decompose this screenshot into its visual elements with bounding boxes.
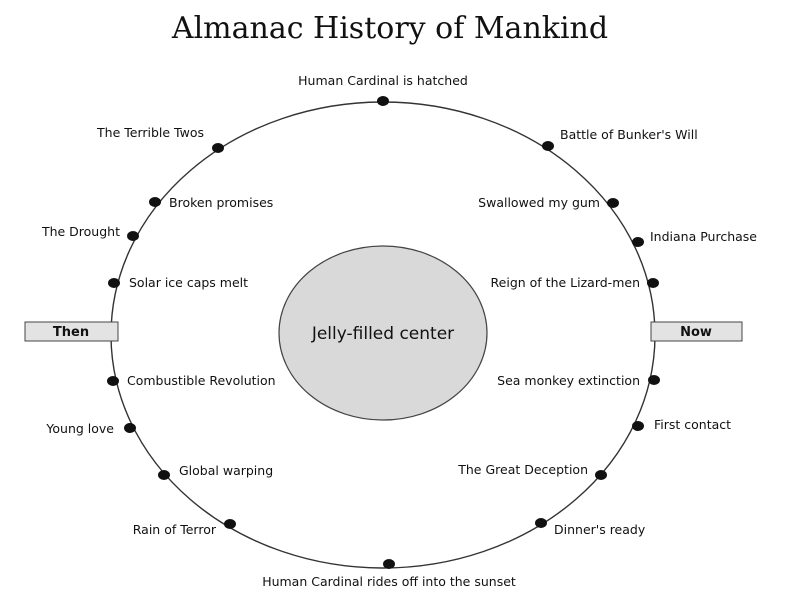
- event-dot: [107, 376, 119, 386]
- event-label: The Great Deception: [457, 462, 588, 477]
- diagram-title: Almanac History of Mankind: [171, 11, 608, 46]
- event-label: Broken promises: [169, 195, 273, 210]
- event-label: Reign of the Lizard-men: [491, 275, 640, 290]
- event-dot: [647, 278, 659, 288]
- timeline-event: Dinner's ready: [535, 518, 646, 537]
- event-label: Solar ice caps melt: [129, 275, 248, 290]
- event-label: The Terrible Twos: [96, 125, 204, 140]
- event-label: Global warping: [179, 463, 273, 478]
- now-tag-label: Now: [680, 325, 712, 340]
- event-dot: [595, 470, 607, 480]
- event-label: Dinner's ready: [554, 522, 646, 537]
- event-dot: [212, 143, 224, 153]
- event-label: Combustible Revolution: [127, 373, 276, 388]
- timeline-event: Sea monkey extinction: [497, 373, 660, 388]
- then-tag-label: Then: [53, 325, 89, 340]
- timeline-event: Rain of Terror: [133, 519, 236, 537]
- event-dot: [149, 197, 161, 207]
- now-tag-box: [650, 321, 743, 342]
- timeline-event: Solar ice caps melt: [108, 275, 248, 290]
- event-dot: [108, 278, 120, 288]
- event-dot: [632, 237, 644, 247]
- event-dot: [632, 421, 644, 431]
- event-dot: [607, 198, 619, 208]
- event-label: Human Cardinal rides off into the sunset: [262, 574, 516, 589]
- event-label: First contact: [654, 417, 731, 432]
- then-tag-box: [24, 321, 119, 342]
- timeline-event: The Terrible Twos: [96, 125, 224, 153]
- timeline-event: Indiana Purchase: [632, 229, 757, 247]
- timeline-event: Reign of the Lizard-men: [491, 275, 659, 290]
- timeline-event: Battle of Bunker's Will: [542, 127, 698, 151]
- timeline-event: Young love: [45, 421, 136, 436]
- timeline-event: First contact: [632, 417, 731, 432]
- event-dot: [542, 141, 554, 151]
- timeline-event: Human Cardinal is hatched: [298, 73, 468, 106]
- timeline-event: Human Cardinal rides off into the sunset: [262, 559, 516, 589]
- timeline-event: Swallowed my gum: [478, 195, 619, 210]
- event-label: Sea monkey extinction: [497, 373, 640, 388]
- event-dot: [124, 423, 136, 433]
- event-label: Battle of Bunker's Will: [560, 127, 698, 142]
- timeline-event: Global warping: [158, 463, 273, 480]
- center-circle: [278, 245, 488, 421]
- event-dot: [224, 519, 236, 529]
- event-label: The Drought: [41, 224, 120, 239]
- event-label: Human Cardinal is hatched: [298, 73, 468, 88]
- event-dot: [383, 559, 395, 569]
- event-label: Rain of Terror: [133, 522, 217, 537]
- event-dot: [535, 518, 547, 528]
- event-dot: [648, 375, 660, 385]
- event-label: Swallowed my gum: [478, 195, 600, 210]
- timeline-event: Combustible Revolution: [107, 373, 276, 388]
- timeline-event: Broken promises: [149, 195, 273, 210]
- timeline-event: The Drought: [41, 224, 139, 241]
- event-dot: [127, 231, 139, 241]
- event-dot: [158, 470, 170, 480]
- timeline-event: The Great Deception: [457, 462, 607, 480]
- event-label: Indiana Purchase: [650, 229, 757, 244]
- center-label: Jelly-filled center: [311, 324, 454, 344]
- event-dot: [377, 96, 389, 106]
- event-label: Young love: [45, 421, 114, 436]
